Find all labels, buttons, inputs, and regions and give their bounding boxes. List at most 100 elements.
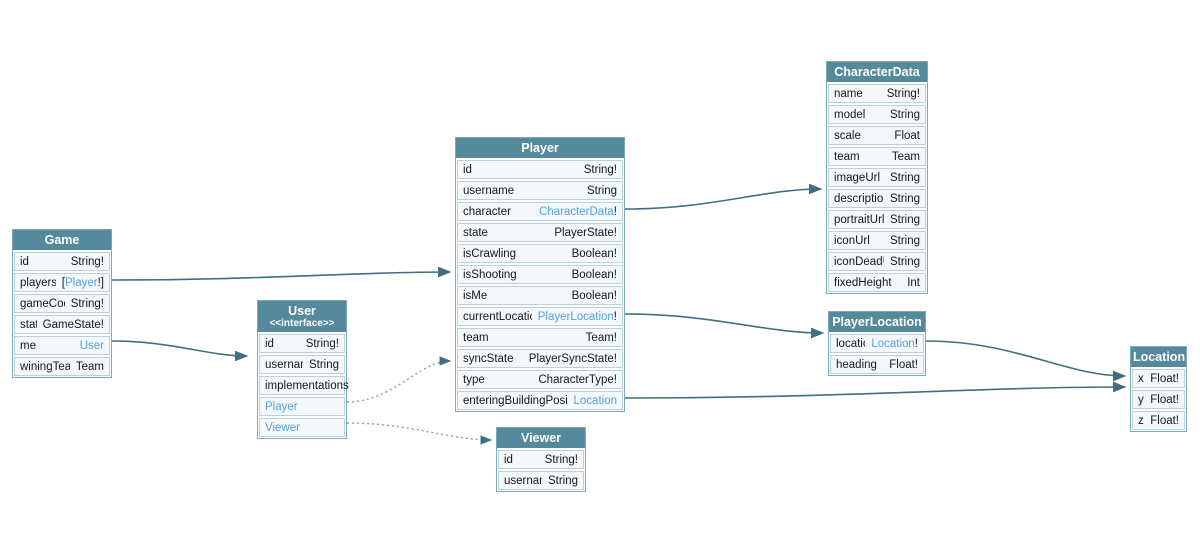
entity-header-game[interactable]: Game: [13, 230, 111, 250]
edge-user-impl-viewer: [346, 422, 493, 445]
type-text: CharacterType!: [538, 373, 617, 386]
field-row-me[interactable]: me User: [14, 336, 110, 355]
entity-header-user[interactable]: User<<interface>>: [258, 301, 346, 332]
type-link[interactable]: Location: [573, 394, 617, 407]
type-text: Boolean!: [571, 247, 617, 260]
type-link[interactable]: Location: [871, 337, 915, 350]
field-type: String: [890, 172, 920, 184]
entity-title: Player: [521, 141, 559, 155]
field-name: enteringBuildingPosition: [463, 394, 568, 407]
field-row-description[interactable]: description String: [828, 189, 926, 208]
field-row-Viewer[interactable]: Viewer: [259, 418, 345, 437]
field-row-players[interactable]: players[Player!]: [14, 273, 110, 292]
field-row-type[interactable]: type CharacterType!: [457, 370, 623, 389]
field-type: User: [80, 340, 104, 352]
field-name: username: [265, 358, 303, 371]
type-text: String: [889, 213, 920, 226]
field-name: currentLocation: [463, 310, 532, 323]
field-row-portraitUrl[interactable]: portraitUrl String: [828, 210, 926, 229]
field-name: id: [463, 163, 472, 176]
field-row-state[interactable]: stateGameState!: [14, 315, 110, 334]
field-name: state: [20, 318, 37, 331]
field-name: description: [834, 192, 884, 205]
field-type: String!: [71, 256, 104, 268]
type-text: String: [889, 171, 920, 184]
entity-header-playerlocation[interactable]: PlayerLocation: [829, 312, 925, 332]
field-row-enteringBuildingPosition[interactable]: enteringBuildingPosition Location: [457, 391, 623, 410]
field-name: fixedHeight: [834, 276, 892, 289]
field-row-currentLocation[interactable]: currentLocationPlayerLocation!: [457, 307, 623, 326]
field-type: String: [587, 185, 617, 197]
type-link[interactable]: User: [79, 339, 104, 352]
type-text: String!: [886, 87, 920, 100]
field-name: me: [20, 339, 36, 352]
field-type: String!: [71, 298, 104, 310]
field-type: String: [890, 193, 920, 205]
type-link[interactable]: PlayerLocation: [537, 310, 614, 323]
type-link[interactable]: Player: [65, 276, 98, 289]
edge-player-enteringbuildingposition-to-location: [624, 381, 1127, 399]
field-row-implementations[interactable]: implementations: [259, 376, 349, 395]
entity-header-player[interactable]: Player: [456, 138, 624, 158]
field-name: id: [504, 453, 513, 466]
entity-stereotype: <<interface>>: [269, 318, 335, 329]
field-name: team: [463, 331, 489, 344]
field-row-winingTeam[interactable]: winingTeamTeam: [14, 357, 110, 376]
implementation-link[interactable]: Player: [265, 400, 298, 413]
entity-title: Game: [44, 233, 80, 247]
field-row-iconUrl[interactable]: iconUrl String: [828, 231, 926, 250]
field-row-location[interactable]: locationLocation!: [830, 334, 924, 353]
entity-playerlocation[interactable]: PlayerLocation locationLocation! headingFl…: [828, 311, 926, 376]
type-text: Boolean!: [571, 289, 617, 302]
entity-header-location[interactable]: Location: [1131, 347, 1186, 367]
field-type: String: [548, 475, 578, 487]
entity-header-characterdata[interactable]: CharacterData: [827, 62, 927, 82]
type-link[interactable]: CharacterData: [539, 205, 614, 218]
field-name: portraitUrl: [834, 213, 884, 226]
field-type: PlayerState!: [554, 227, 617, 239]
edge-game-me-to-user: [111, 340, 249, 362]
entity-header-viewer[interactable]: Viewer: [497, 428, 585, 448]
field-name: iconUrl: [834, 234, 870, 247]
field-row-Player[interactable]: Player: [259, 397, 345, 416]
edge-player-character-to-characterdata: [624, 183, 823, 210]
field-row-iconDeadUrl[interactable]: iconDeadUrlString: [828, 252, 926, 271]
field-row-gameCode[interactable]: gameCodeString!: [14, 294, 110, 313]
edge-game-players-to-player: [111, 266, 452, 281]
implementation-link[interactable]: Viewer: [265, 421, 300, 434]
field-type: Float!: [889, 359, 918, 371]
type-text: String: [889, 234, 920, 247]
type-text: Boolean!: [571, 268, 617, 281]
field-name: type: [463, 373, 485, 386]
